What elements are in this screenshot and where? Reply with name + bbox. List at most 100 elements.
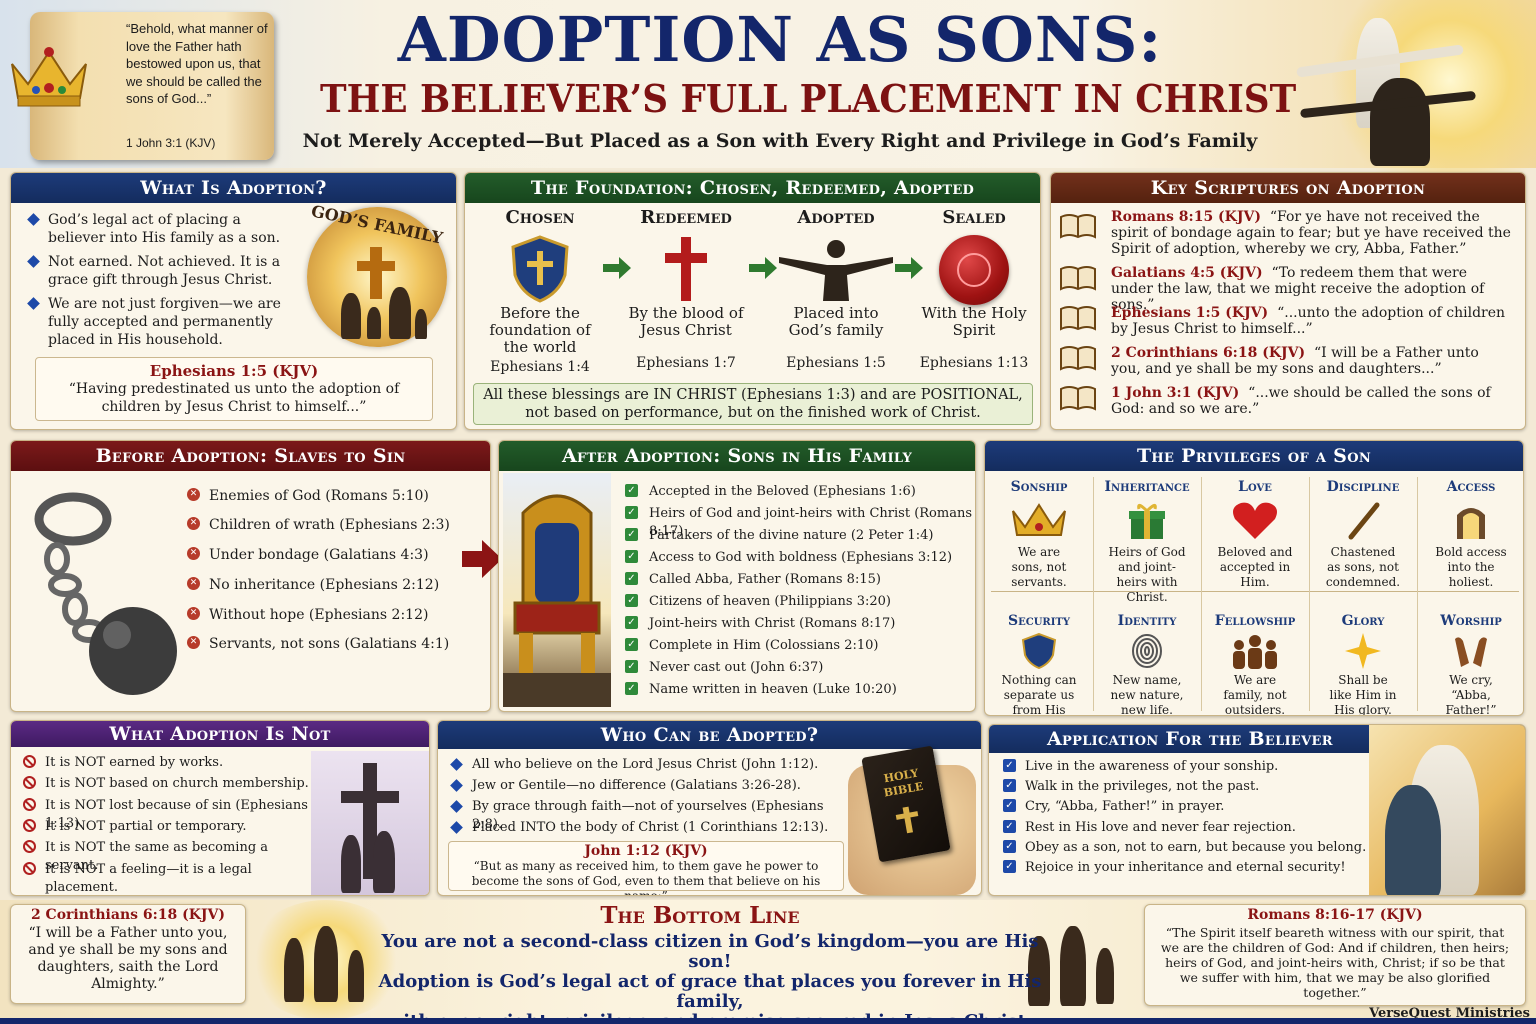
family-silhouette-icon	[367, 307, 381, 339]
list-item: ✕No inheritance (Ephesians 2:12)	[187, 576, 487, 594]
page-title: ADOPTION AS SONS:	[397, 3, 1163, 76]
list-item: ✕Servants, not sons (Galatians 4:1)	[187, 635, 487, 653]
list-item: Placed INTO the body of Christ (1 Corint…	[450, 819, 842, 837]
footer-strip	[0, 1018, 1536, 1024]
embrace-image	[1369, 725, 1525, 895]
privilege-glory: Glory Shall be like Him in His glory.	[1329, 613, 1397, 716]
gods-family-label: GOD’S FAMILY	[309, 201, 445, 248]
list-item: ✓Citizens of heaven (Philippians 3:20)	[625, 593, 975, 611]
step-sealed-desc: With the Holy Spirit	[921, 304, 1027, 339]
list-item: ✓Walk in the privileges, not the past.	[1003, 778, 1383, 796]
corinthians-quote: “I will be a Father unto you, and ye sha…	[28, 925, 228, 992]
step-adopted-label: Adopted	[797, 207, 875, 228]
scripture-ref: Romans 8:15 (KJV)	[1111, 209, 1261, 225]
arrow-right-icon	[749, 257, 777, 279]
crown-icon	[1009, 501, 1069, 541]
list-item: ✓Obey as a son, not to earn, but because…	[1003, 839, 1383, 857]
list-item: It is NOT the same as becoming a servant…	[23, 839, 323, 875]
ephesians-quote: “Having predestinated us unto the adopti…	[68, 381, 400, 415]
corinthians-quote-box: 2 Corinthians 6:18 (KJV) “I will be a Fa…	[10, 904, 246, 1004]
transition-arrow-icon	[462, 540, 502, 578]
privileges-panel: The Privileges of a Son Sonship We are s…	[984, 440, 1524, 716]
who-can-be-adopted-header: Who Can be Adopted?	[438, 721, 981, 749]
key-scriptures-panel: Key Scriptures on Adoption Romans 8:15 (…	[1050, 172, 1526, 430]
privilege-access: Access Bold access into the holiest.	[1435, 479, 1507, 589]
family-walking-icon	[1060, 926, 1086, 1006]
list-item: Jew or Gentile—no difference (Galatians …	[450, 777, 842, 795]
ministry-credit: VerseQuest Ministries	[1369, 1006, 1530, 1021]
scripture-text: “I will be a Father unto you, and ye sha…	[1111, 345, 1479, 377]
list-item: ✓Accepted in the Beloved (Ephesians 1:6)	[625, 483, 975, 501]
john-quote-box: John 1:12 (KJV) “But as many as received…	[448, 841, 844, 895]
scroll-quote-text: “Behold, what manner of love the Father …	[126, 21, 268, 106]
star-icon	[1345, 633, 1381, 669]
shield-icon	[1021, 632, 1057, 670]
open-book-icon	[1059, 213, 1097, 239]
privileges-header: The Privileges of a Son	[985, 441, 1523, 471]
list-item: It is NOT a feeling—it is a legal placem…	[23, 861, 323, 895]
step-adopted-ref: Ephesians 1:5	[786, 355, 886, 371]
open-book-icon	[1059, 265, 1097, 291]
step-adopted-desc: Placed into God’s family	[788, 304, 884, 339]
privilege-discipline: Discipline Chastened as sons, not condem…	[1325, 479, 1401, 589]
foundation-header: The Foundation: Chosen, Redeemed, Adopte…	[465, 173, 1040, 203]
scripture-ref: 2 Corinthians 6:18 (KJV)	[1111, 345, 1306, 361]
privilege-worship: Worship We cry, “Abba, Father!”	[1440, 613, 1502, 716]
child-embrace-icon	[1385, 785, 1441, 895]
crown-icon	[6, 40, 92, 110]
privilege-sonship: Sonship We are sons, not servants.	[1009, 479, 1069, 589]
after-adoption-header: After Adoption: Sons in His Family	[499, 441, 975, 471]
person-arms-raised-icon	[777, 239, 895, 301]
application-panel: Application For the Believer ✓Live in th…	[988, 724, 1526, 896]
couple-silhouette-icon	[373, 831, 395, 893]
list-item: ✓Heirs of God and joint-heirs with Chris…	[625, 505, 975, 541]
list-item: Not earned. Not achieved. It is a grace …	[27, 253, 291, 289]
shield-icon	[509, 235, 571, 303]
what-adoption-is-not-header: What Adoption Is Not	[11, 721, 429, 747]
list-item: All who believe on the Lord Jesus Christ…	[450, 756, 842, 774]
step-redeemed-ref: Ephesians 1:7	[636, 355, 736, 371]
hands-icon	[1451, 633, 1491, 669]
before-adoption-panel: Before Adoption: Slaves to Sin ✕Enemies …	[10, 440, 491, 712]
list-item: It is NOT based on church membership.	[23, 775, 323, 793]
list-item: ✓Never cast out (John 6:37)	[625, 659, 975, 677]
arrow-right-icon	[603, 257, 631, 279]
holy-bible-icon: HOLY BIBLE	[848, 745, 976, 895]
list-item: It is NOT lost because of sin (Ephesians…	[23, 797, 323, 833]
open-book-icon	[1059, 305, 1097, 331]
wax-seal-icon	[939, 235, 1009, 305]
list-item: It is NOT earned by works.	[23, 754, 323, 772]
scripture-text: “To redeem them that were under the law,…	[1111, 265, 1485, 313]
romans-quote: “The Spirit itself beareth witness with …	[1160, 925, 1510, 1000]
bottom-line-2: Adoption is God’s legal act of grace tha…	[378, 971, 1042, 1012]
family-walking-icon	[1028, 936, 1050, 1006]
step-chosen-desc: Before the foundation of the world	[489, 304, 591, 356]
foundation-note: All these blessings are IN CHRIST (Ephes…	[473, 383, 1033, 425]
blood-cross-icon	[661, 235, 711, 303]
rod-icon	[1343, 501, 1383, 541]
list-item: ✓Cry, “Abba, Father!” in prayer.	[1003, 798, 1383, 816]
list-item: ✕Without hope (Ephesians 2:12)	[187, 606, 487, 624]
family-silhouette-icon	[341, 293, 361, 339]
open-book-icon	[1059, 345, 1097, 371]
step-redeemed-desc: By the blood of Jesus Christ	[628, 304, 744, 339]
list-item: ✓Complete in Him (Colossians 2:10)	[625, 637, 975, 655]
family-walking-icon	[348, 950, 364, 1002]
after-adoption-panel: After Adoption: Sons in His Family ✓Acce…	[498, 440, 976, 712]
couple-silhouette-icon	[341, 835, 361, 893]
family-silhouette-icon	[415, 309, 427, 339]
heart-icon	[1231, 501, 1279, 541]
privilege-security: Security Nothing can separate us from Hi…	[1001, 613, 1077, 716]
step-sealed-ref: Ephesians 1:13	[919, 355, 1029, 371]
bottom-line-text: You are not a second-class citizen in Go…	[360, 932, 1060, 1024]
privilege-inheritance: Inheritance Heirs of God and joint-heirs…	[1104, 479, 1190, 604]
scripture-text: “...we should be called the sons of God:…	[1111, 385, 1491, 417]
who-can-be-adopted-panel: Who Can be Adopted? All who believe on t…	[437, 720, 982, 896]
step-chosen-ref: Ephesians 1:4	[490, 359, 590, 375]
gift-icon	[1127, 501, 1167, 541]
gods-family-badge: GOD’S FAMILY	[307, 201, 447, 347]
family-walking-icon	[1096, 948, 1114, 1004]
list-item: By grace through faith—not of yourselves…	[450, 798, 842, 834]
john-quote: “But as many as received him, to them ga…	[471, 859, 821, 896]
list-item: ✕Under bondage (Galatians 4:3)	[187, 546, 487, 564]
